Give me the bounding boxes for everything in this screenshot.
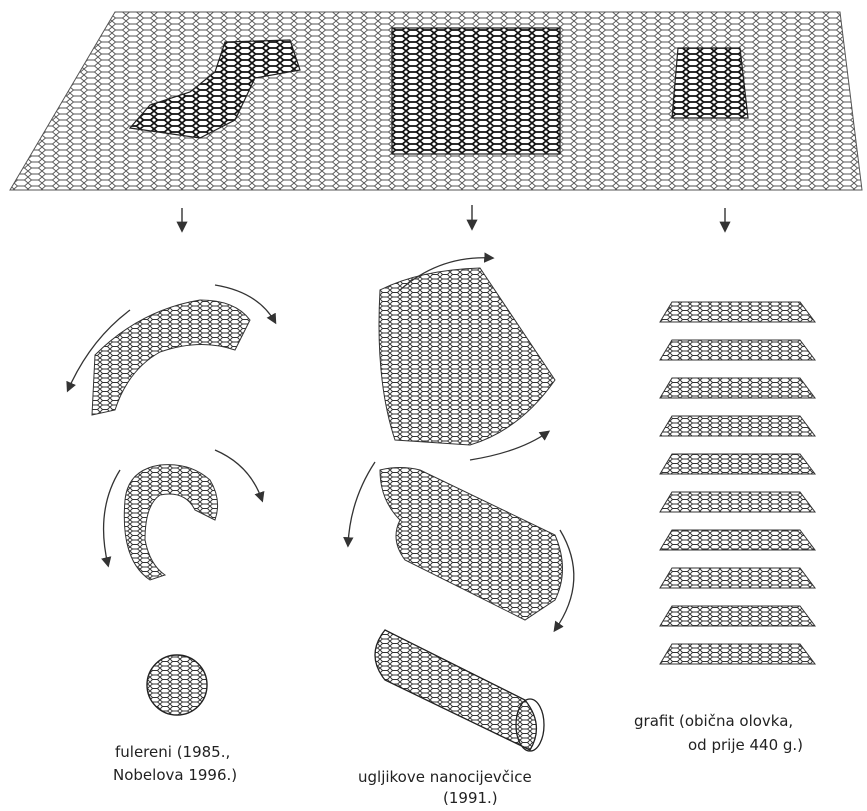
graphene-sheet (10, 12, 862, 190)
graphite-layer (660, 606, 815, 626)
graphite-layer (660, 454, 815, 474)
buckyball (147, 655, 207, 715)
graphite-layer (660, 568, 815, 588)
fullerene-curved-sheet-2 (124, 465, 217, 580)
nanotube-column (348, 258, 574, 751)
graphite-layer (660, 378, 815, 398)
graphite-layer (660, 340, 815, 360)
nanotube-rolling-sheet-1 (379, 268, 555, 445)
fullerenes-caption-line-2: Nobelova 1996.) (113, 764, 237, 786)
fullerenes-caption-line-1: fulereni (1985., (115, 741, 230, 763)
graphite-caption-line-2: od prije 440 g.) (688, 734, 803, 756)
nanotube-roll-arrow-2a (348, 462, 375, 545)
graphite-layer (660, 492, 815, 512)
nanotube-full (375, 630, 536, 750)
fullerene-bend-arrow-2b (215, 450, 262, 500)
nanotube-half-rolled (380, 468, 563, 621)
graphite-layer (660, 530, 815, 550)
fullerene-column (68, 285, 275, 715)
nanotube-cutout-region (392, 28, 560, 154)
nanotubes-caption-line-2: (1991.) (443, 787, 498, 809)
fullerene-bend-arrow-2a (104, 470, 120, 565)
down-arrows (182, 205, 725, 230)
graphite-cutout-region (672, 48, 748, 118)
graphite-layer (660, 302, 815, 322)
graphite-caption-line-1: grafit (obična olovka, (634, 710, 793, 732)
graphite-stack (660, 302, 815, 664)
fullerene-curved-sheet-1 (92, 300, 250, 415)
graphite-layer (660, 644, 815, 664)
graphite-layer (660, 416, 815, 436)
nanotubes-caption-line-1: ugljikove nanocijevčice (358, 766, 532, 788)
